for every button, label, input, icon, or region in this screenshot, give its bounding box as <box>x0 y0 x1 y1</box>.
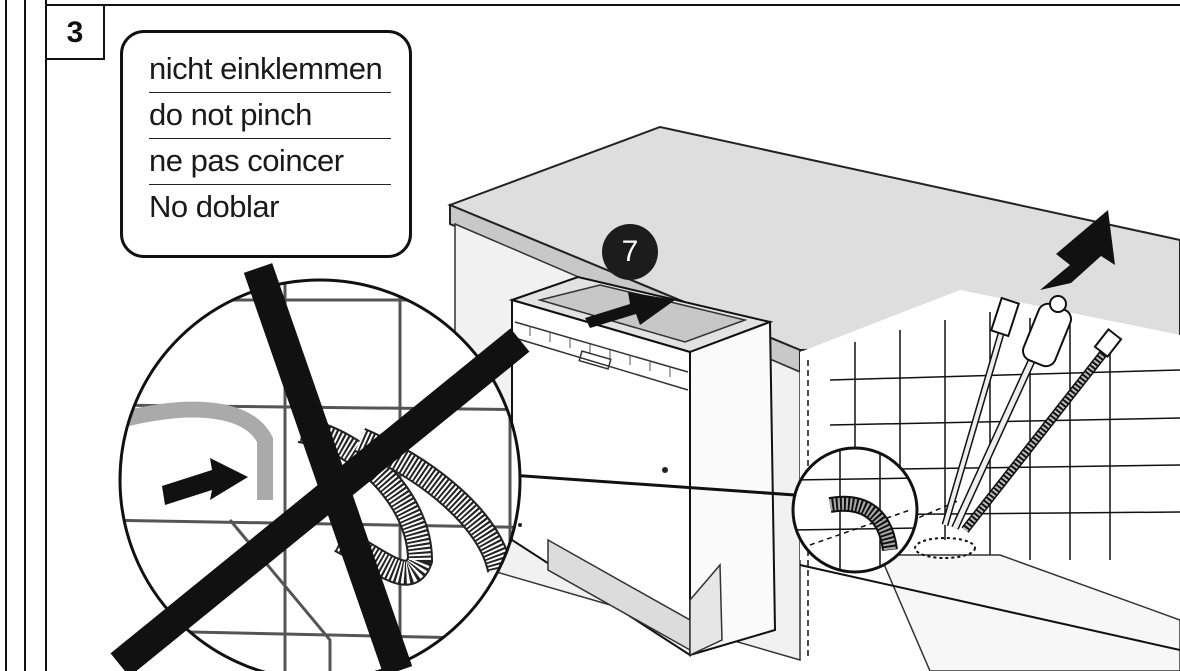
hoses-and-cables <box>914 295 1123 559</box>
arrow-up-right-icon <box>1040 210 1115 290</box>
label-french: ne pas coincer <box>149 141 391 185</box>
label-spanish: No doblar <box>149 189 279 224</box>
arrow-right-icon <box>162 458 248 505</box>
small-detail-circle <box>791 446 919 574</box>
arrow-right-icon <box>585 292 675 328</box>
frame <box>5 0 1180 671</box>
callout-number-badge: 7 <box>602 224 658 280</box>
warning-label-box: nicht einklemmen do not pinch ne pas coi… <box>120 30 412 258</box>
connector-line <box>509 473 796 497</box>
dishwasher <box>508 275 777 657</box>
label-german: nicht einklemmen <box>149 49 391 93</box>
prohibition-cross-icon <box>110 263 530 671</box>
label-english: do not pinch <box>149 95 391 139</box>
step-number: 3 <box>66 16 84 49</box>
